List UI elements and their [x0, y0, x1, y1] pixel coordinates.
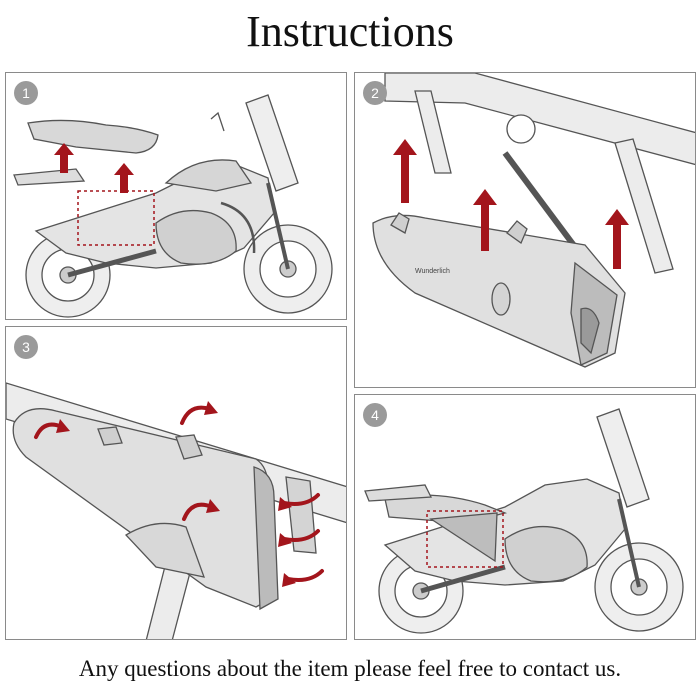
step-number-badge: 1 — [14, 81, 38, 105]
installed-bag-illustration — [364, 408, 684, 634]
strap-wrap-illustration — [6, 382, 346, 639]
step-number-badge: 3 — [14, 335, 38, 359]
bag-lift-illustration: Wunderlich — [372, 73, 695, 368]
page-title: Instructions — [246, 7, 454, 56]
step-panel-1: 1 — [5, 72, 347, 320]
step-panel-3: 3 — [5, 326, 347, 640]
motorcycle-illustration — [13, 94, 333, 318]
step-panel-4: 4 — [354, 394, 696, 640]
step-number-badge: 4 — [363, 403, 387, 427]
contact-footer: Any questions about the item please feel… — [78, 656, 622, 681]
step-panel-2: 2 Wunderlich — [354, 72, 696, 388]
bag-brand-label: Wunderlich — [415, 268, 450, 275]
step-number-badge: 2 — [363, 81, 387, 105]
